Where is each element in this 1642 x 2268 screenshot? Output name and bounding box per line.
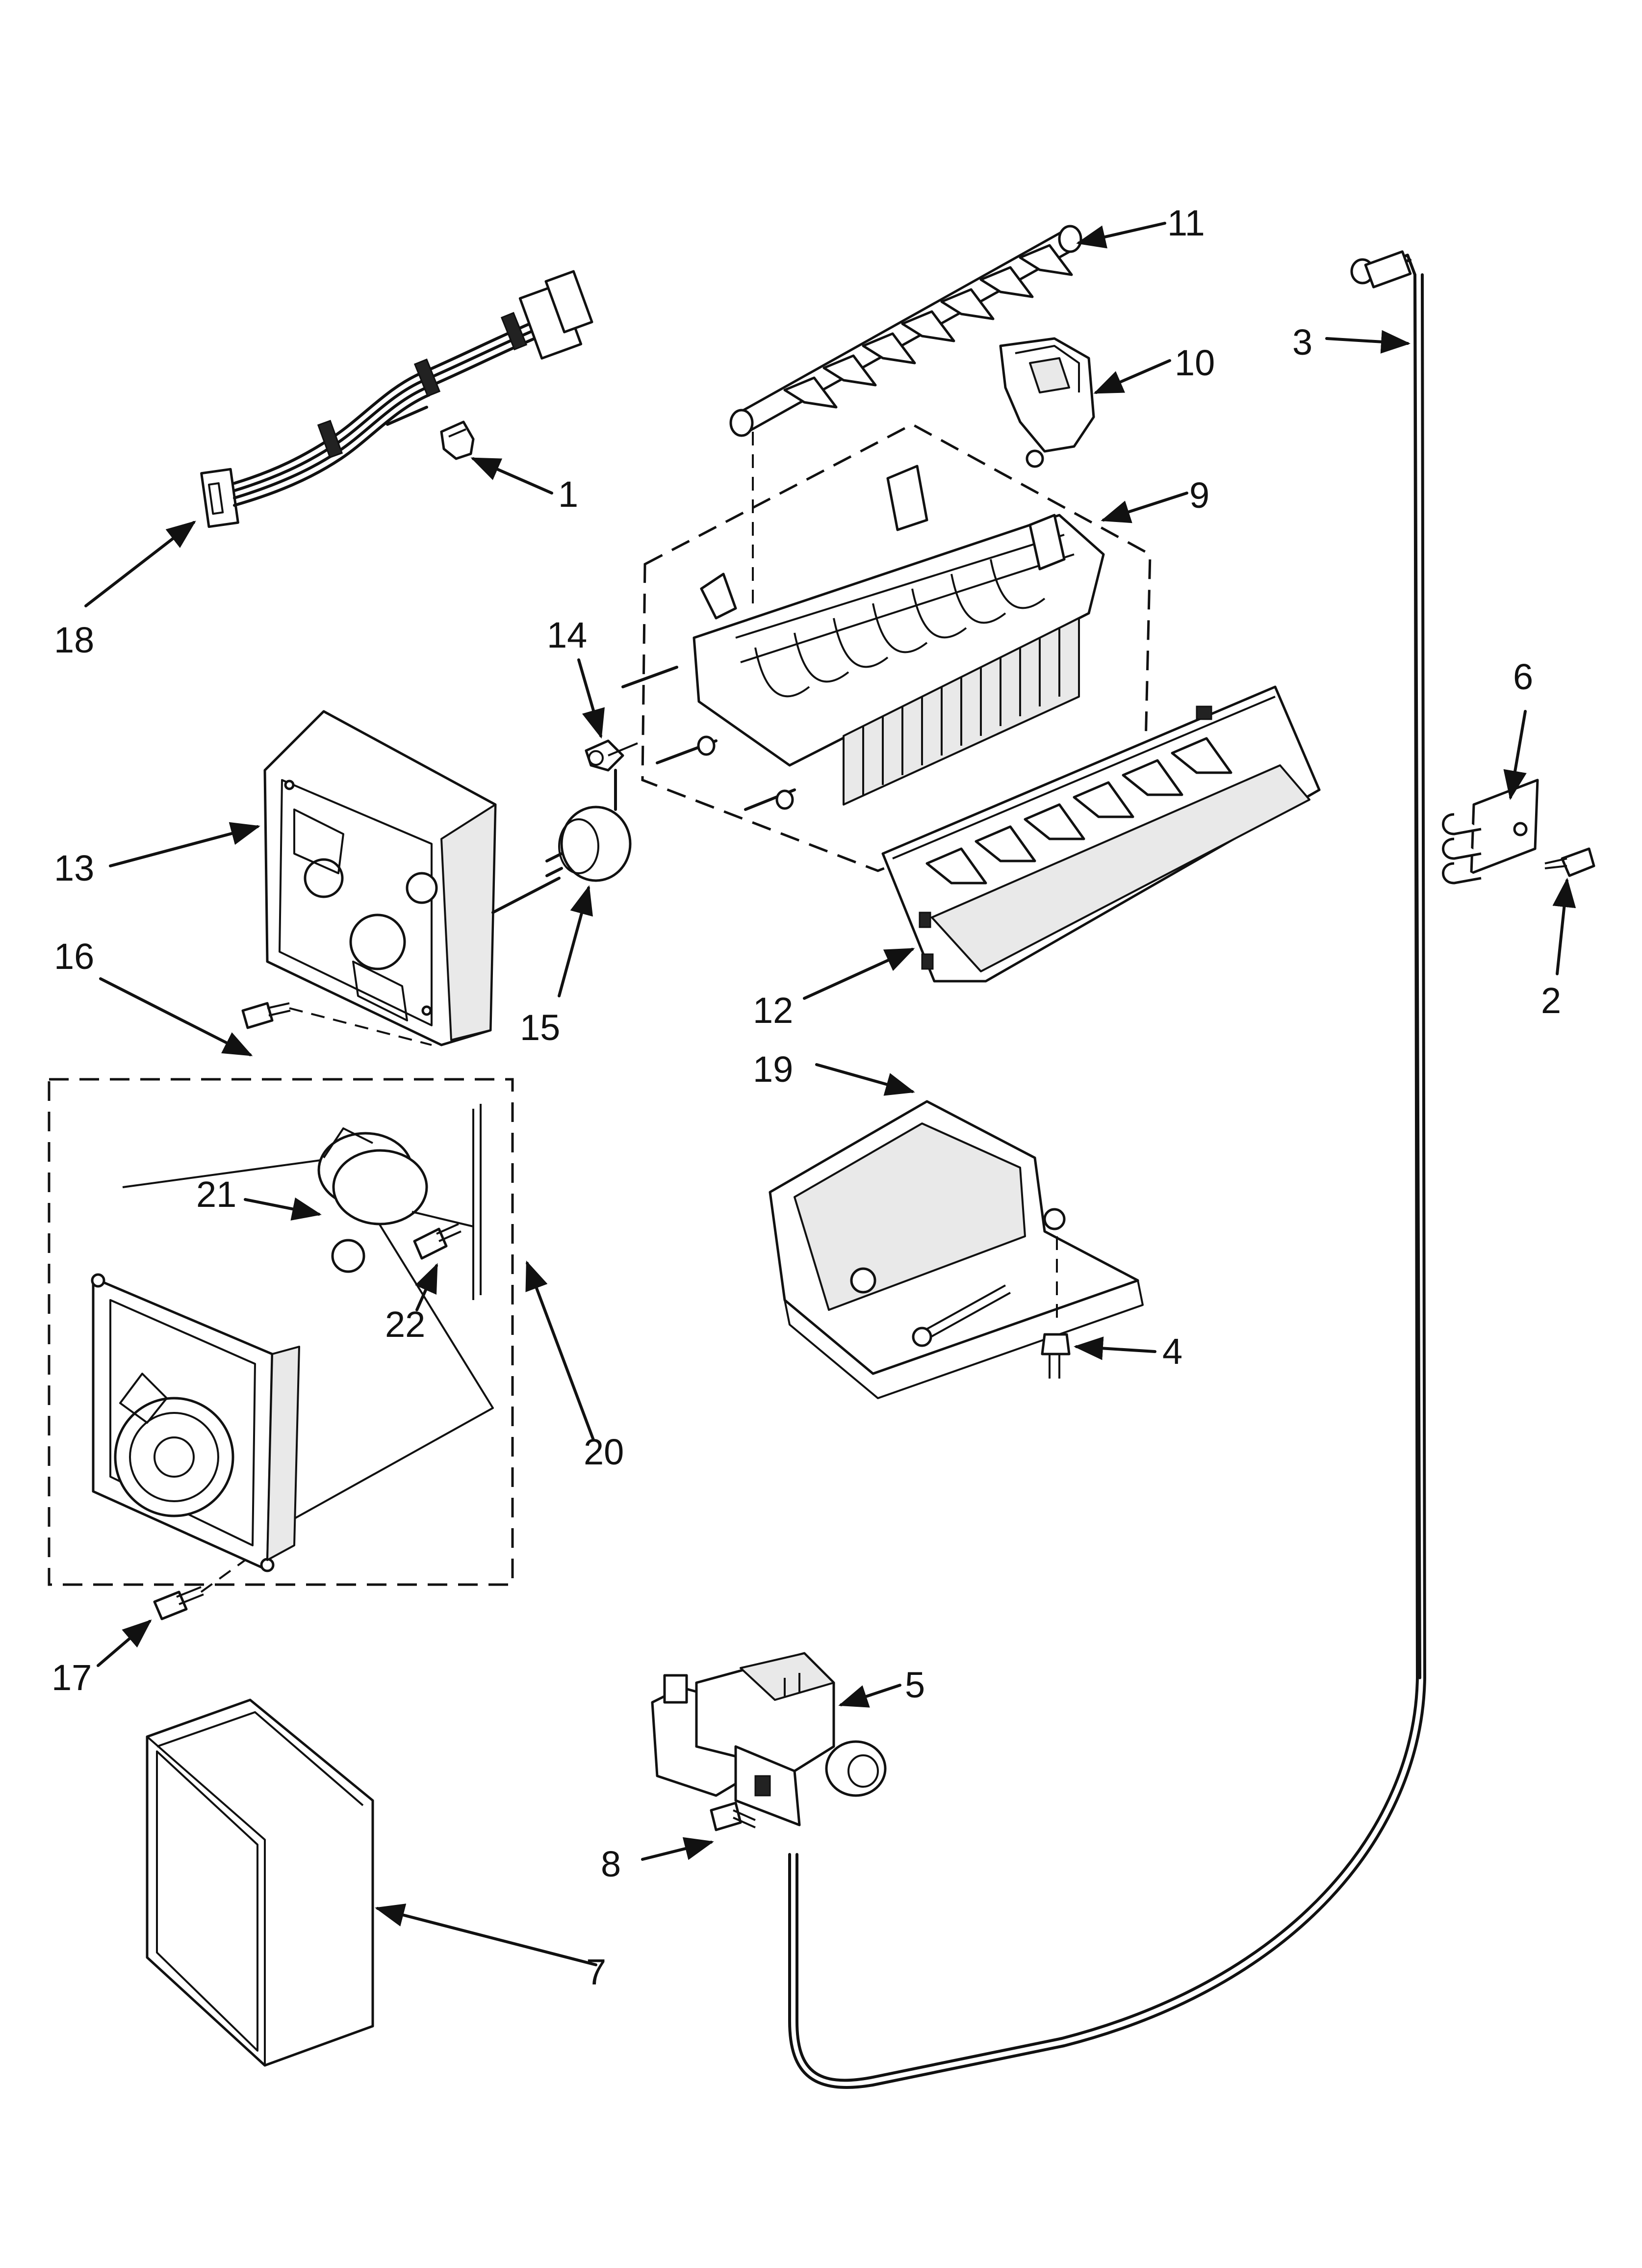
- screw-17-part: [153, 1586, 204, 1620]
- harness-clip-part: [440, 420, 475, 460]
- callout-18: 18: [54, 620, 94, 660]
- ice-level-bracket-part: [999, 337, 1095, 468]
- water-valve-part: [651, 1652, 887, 1826]
- screw-22-part: [413, 1223, 462, 1260]
- thermostat-part: [545, 806, 632, 882]
- screw-4-part: [1041, 1333, 1071, 1379]
- callout-20: 20: [584, 1432, 624, 1472]
- module-housing-part: [263, 710, 561, 1046]
- callout-4: 4: [1162, 1331, 1182, 1372]
- ice-bin-tray-part: [769, 1100, 1144, 1399]
- screw-8-part: [710, 1801, 756, 1831]
- callout-9: 9: [1189, 475, 1209, 516]
- callout-8: 8: [601, 1844, 621, 1884]
- screw-16-part: [241, 1002, 291, 1029]
- callout-12: 12: [753, 990, 793, 1031]
- callout-6: 6: [1513, 656, 1533, 697]
- callout-15: 15: [520, 1007, 560, 1048]
- callout-labels: 1 2 3 4 5 6 7 8 9 10 11 12 13 14 15 16 1…: [51, 203, 1561, 1992]
- control-module-part: [91, 1157, 494, 1572]
- callout-14: 14: [547, 615, 587, 655]
- callout-16: 16: [54, 936, 94, 977]
- screw-2-part: [1544, 847, 1595, 877]
- ice-mold-part: [621, 465, 1105, 811]
- wire-harness-part: [200, 270, 593, 528]
- callout-10: 10: [1175, 342, 1215, 383]
- drive-motor-part: [317, 1104, 482, 1300]
- callout-7: 7: [586, 1952, 606, 1992]
- callout-13: 13: [54, 848, 94, 888]
- callout-1: 1: [558, 474, 578, 515]
- callout-5: 5: [905, 1665, 925, 1705]
- callout-22: 22: [385, 1304, 425, 1345]
- water-tube-part: [788, 250, 1426, 2089]
- leader-lines: [84, 222, 1576, 1966]
- callout-3: 3: [1292, 322, 1312, 363]
- tube-clamp-bracket-part: [1442, 779, 1539, 885]
- callout-17: 17: [51, 1657, 92, 1698]
- callout-19: 19: [753, 1049, 793, 1090]
- spring-clip-part: [585, 739, 638, 772]
- callout-21: 21: [196, 1174, 236, 1215]
- callout-2: 2: [1541, 980, 1561, 1021]
- foam-insulation-part: [146, 1698, 374, 2067]
- ice-stripper-part: [881, 685, 1321, 983]
- callout-11: 11: [1167, 203, 1205, 243]
